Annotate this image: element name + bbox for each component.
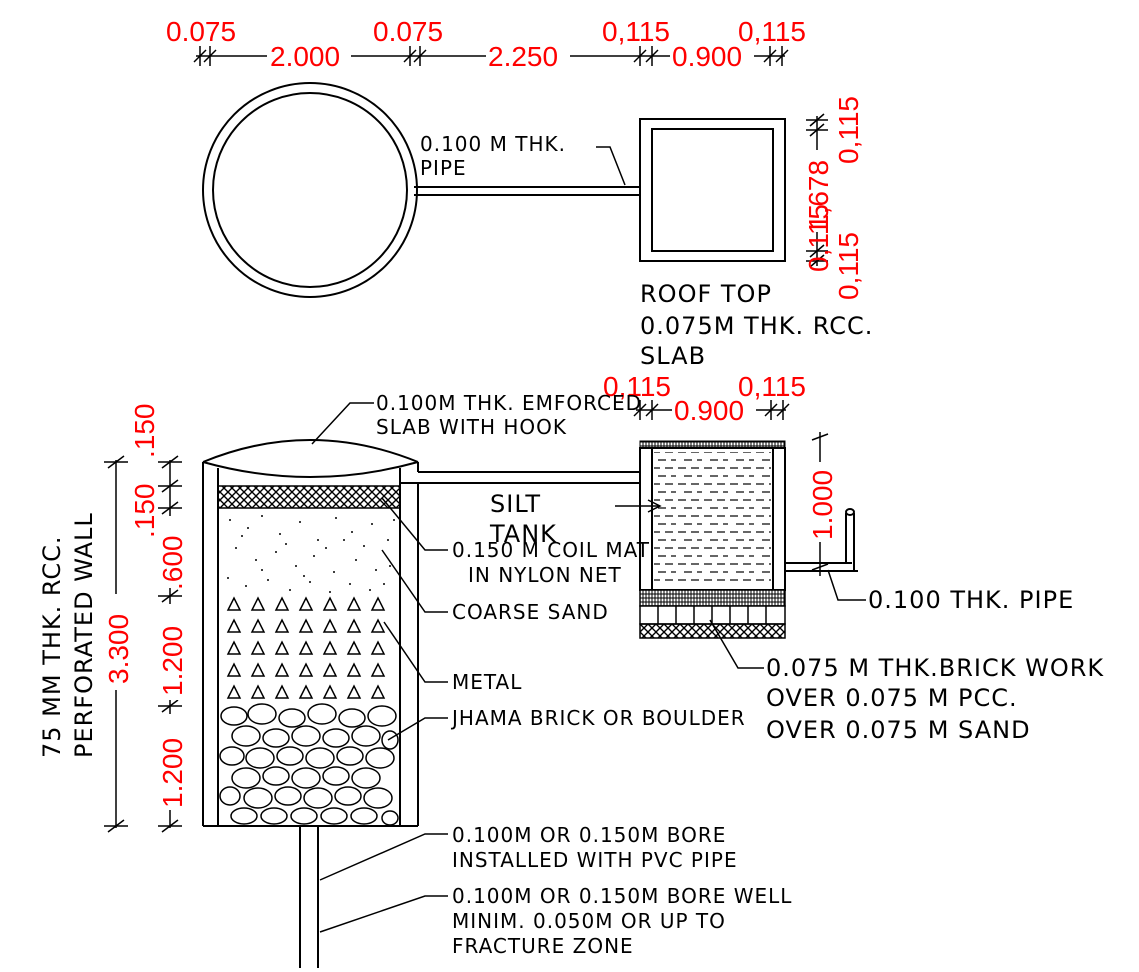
plan-right-dim-1: 1,678 [803, 160, 834, 230]
slab-label-line1: 0.100M THK. EMFORCED [376, 391, 642, 415]
plan-silt-tank [639, 118, 786, 262]
wall-label-line2: PERFORATED WALL [70, 512, 98, 758]
section-inlet-pipe [400, 471, 640, 484]
coil-label-line2: IN NYLON NET [468, 563, 622, 587]
silt-outlet-pipe: 0.100 THK. PIPE [785, 508, 1074, 614]
metal-label-text: METAL [452, 670, 522, 694]
outlet-pipe-label: 0.100 THK. PIPE [868, 586, 1074, 614]
plan-dimension-top: 0.075 2.000 0.075 2.250 0,115 0.900 0,11… [166, 16, 806, 72]
plan-right-dim-0: 0,115 [833, 96, 864, 164]
bore1-label-line2: INSTALLED WITH PVC PIPE [452, 848, 738, 872]
wall-label: 75 MM THK. RCC. PERFORATED WALL [38, 512, 98, 758]
plan-dim-2: 0.075 [373, 16, 443, 47]
roof-label-line1: ROOF TOP [640, 280, 772, 308]
silt-label-line2: TANK [489, 520, 557, 548]
plan-dim-4: 0,115 [602, 16, 670, 47]
silt-tank-section: SILT TANK [488, 440, 786, 639]
plan-dim-1: 2.000 [270, 41, 340, 72]
plan-view: 0.075 2.000 0.075 2.250 0,115 0.900 0,11… [166, 16, 873, 370]
wall-label-line1: 75 MM THK. RCC. [38, 535, 66, 758]
roof-label-line3: SLAB [640, 342, 706, 370]
slab-label: 0.100M THK. EMFORCED SLAB WITH HOOK [311, 391, 642, 445]
bore1-label-line1: 0.100M OR 0.150M BORE [452, 823, 726, 847]
pipe-label-line1: 0.100 M THK. [420, 132, 566, 156]
plan-dim-6: 0,115 [738, 16, 806, 47]
recharge-pit-section [202, 439, 419, 968]
layer-dim-4: 1.200 [157, 738, 188, 808]
plan-recharge-pit [202, 82, 418, 298]
plan-dim-5: 0.900 [672, 41, 742, 72]
brick-work-label: 0.075 M THK.BRICK WORK OVER 0.075 M PCC.… [709, 619, 1104, 744]
coarse-sand-layer [227, 515, 395, 593]
plan-dim-0: 0.075 [166, 16, 236, 47]
pipe-label-line2: PIPE [420, 156, 467, 180]
coarse-sand-label: COARSE SAND [381, 549, 609, 624]
plan-pipe: 0.100 M THK. PIPE [414, 132, 640, 196]
coil-label-line1: 0.150 M COIL MAT [452, 538, 650, 562]
metal-label: METAL [383, 621, 522, 694]
plan-right-dim-3: 0,115 [833, 232, 864, 300]
silt-dimension-top: 0,115 0.900 0,115 [603, 371, 806, 426]
bore-pvc-label: 0.100M OR 0.150M BORE INSTALLED WITH PVC… [319, 823, 738, 881]
section-view: 0,115 0.900 0,115 SILT TANK [38, 371, 1104, 968]
layer-dim-3: 1.200 [157, 626, 188, 696]
boulder-layer [219, 703, 399, 826]
coil-mat-label: 0.150 M COIL MAT IN NYLON NET [381, 497, 650, 587]
jhama-label-text: JHAMA BRICK OR BOULDER [450, 706, 746, 730]
brick-label-line1: 0.075 M THK.BRICK WORK [766, 654, 1104, 682]
silt-dim-1: 0.900 [674, 395, 744, 426]
total-height-dimension: 3.300 [101, 455, 134, 833]
layer-dim-2: .600 [157, 536, 188, 591]
layer-dim-1: .150 [129, 484, 160, 539]
silt-dimension-right: 1.000 [806, 432, 838, 576]
bore2-label-line2: MINIM. 0.050M OR UP TO [452, 909, 726, 933]
plan-dim-3: 2.250 [488, 41, 558, 72]
bore2-label-line3: FRACTURE ZONE [452, 934, 634, 958]
bore2-label-line1: 0.100M OR 0.150M BORE WELL [452, 884, 792, 908]
layer-dim-0: .150 [129, 404, 160, 459]
layer-dimensions: .150 .150 .600 1.200 1.200 [129, 404, 188, 833]
plan-right-dim-2: 0,115 [803, 204, 834, 272]
roof-label-line2: 0.075M THK. RCC. [640, 312, 873, 340]
sand-label: COARSE SAND [452, 600, 609, 624]
jhama-label: JHAMA BRICK OR BOULDER [387, 706, 746, 741]
silt-height-dim: 1.000 [807, 470, 838, 540]
brick-label-line3: OVER 0.075 M SAND [766, 716, 1031, 744]
plan-dimension-right: 0,115 1,678 0,115 0,115 [802, 96, 864, 300]
slab-label-line2: SLAB WITH HOOK [376, 415, 567, 439]
brick-label-line2: OVER 0.075 M PCC. [766, 684, 1018, 712]
metal-layer [226, 596, 386, 699]
bore-well-label: 0.100M OR 0.150M BORE WELL MINIM. 0.050M… [319, 884, 792, 958]
silt-dim-2: 0,115 [738, 371, 806, 402]
silt-label-line1: SILT [490, 490, 541, 518]
total-height-dim: 3.300 [103, 614, 134, 684]
silt-dim-0: 0,115 [603, 371, 671, 402]
roof-top-label: ROOF TOP 0.075M THK. RCC. SLAB [640, 280, 873, 370]
